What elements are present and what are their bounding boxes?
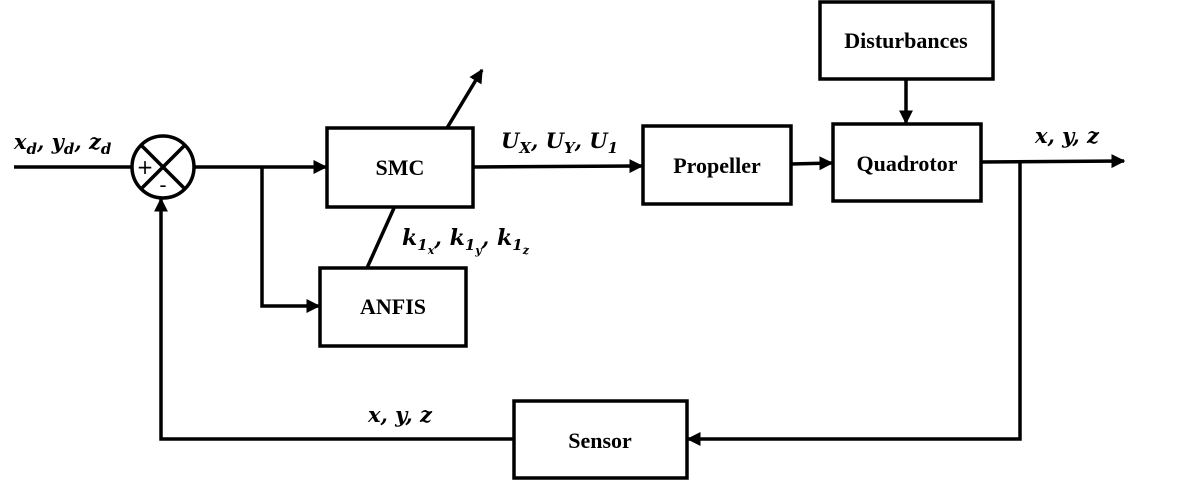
feedback-signal-label: x, y, z xyxy=(367,402,433,427)
sensor-block: Sensor xyxy=(512,399,689,480)
sensor-to-sum-feedback-arrow xyxy=(154,197,514,441)
output-signal-label: x, y, z xyxy=(1034,123,1100,148)
quadrotor-block: Quadrotor xyxy=(831,122,983,203)
output-arrow xyxy=(980,154,1126,169)
plus-sign: + xyxy=(137,155,154,179)
anfis-block: ANFIS xyxy=(318,266,468,348)
summing-junction: + - xyxy=(130,134,196,200)
input-signal-label: xd, yd, zd xyxy=(13,129,112,158)
smc-to-propeller-arrow xyxy=(472,159,644,174)
adaptive-tuning-arrow xyxy=(445,68,484,129)
output-to-sensor-arrow xyxy=(686,162,1022,446)
smc-label: SMC xyxy=(376,155,425,180)
smc-block: SMC xyxy=(325,126,475,209)
propeller-to-quadrotor-arrow xyxy=(790,156,834,171)
propeller-label: Propeller xyxy=(673,153,761,178)
control-signal-label: UX, UY, U1 xyxy=(501,128,618,157)
propeller-block: Propeller xyxy=(641,124,793,206)
minus-sign: - xyxy=(159,173,166,197)
anfis-label: ANFIS xyxy=(360,294,426,319)
branch-to-anfis-arrow xyxy=(260,167,321,313)
disturbances-label: Disturbances xyxy=(844,28,968,53)
sensor-label: Sensor xyxy=(568,428,632,453)
disturbances-block: Disturbances xyxy=(818,0,995,81)
quadrotor-label: Quadrotor xyxy=(856,151,957,176)
anfis-to-smc-line xyxy=(365,207,396,269)
gains-label: k1x, k1y, k1z xyxy=(402,225,530,257)
